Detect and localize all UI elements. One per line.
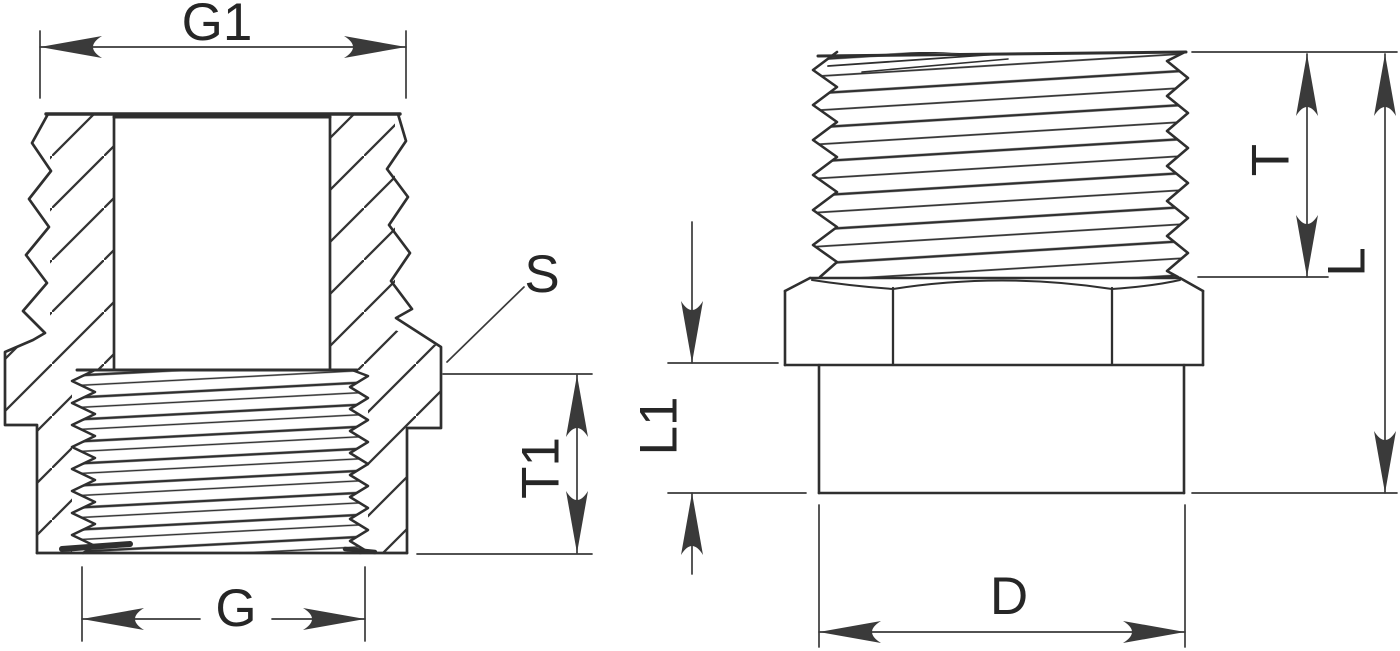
l1-arrow-up [681,493,703,555]
g-arrow-right [303,608,365,630]
dimensions [39,30,1398,648]
hex-chamfer-arc-right [1111,279,1181,290]
left-section-view [3,112,443,555]
male-thread-lines [813,52,1188,277]
label-g1: G1 [182,0,253,52]
dimension-s [446,286,525,363]
left-view-female-thread [59,368,378,555]
female-thread-bottom-chamfer-left [59,541,133,552]
left-view-outer-right-profile [385,112,443,555]
right-view-body [817,363,1186,495]
hex-chamfer-arc-middle [892,279,1113,290]
left-view-outer-left-profile [3,112,53,555]
t-arrow-up [1296,54,1318,116]
g-arrow-left [82,608,144,630]
dimension-labels: G1 S G T1 L1 T L D [182,0,1377,638]
male-thread-left-profile [811,50,839,279]
label-t1: T1 [512,437,571,499]
label-g: G [215,579,256,638]
dimension-g1 [39,30,407,99]
dimension-d [818,504,1186,648]
label-s: S [524,245,559,304]
female-thread-left-profile [70,368,97,555]
left-wall-hatch [5,113,114,553]
d-arrow-left [819,621,881,643]
left-view-hatching [5,113,441,553]
l-arrow-down [1374,431,1396,493]
s-leader-line [446,286,525,363]
female-thread-bottom-chamfer-right [342,546,378,555]
right-side-view [783,50,1205,495]
dimension-t [1191,51,1398,278]
left-view-outline [3,112,443,555]
male-thread-top-edge [816,50,1188,58]
g1-arrow-right [344,36,406,58]
right-view-hex [783,276,1205,367]
hex-right-chamfer [1178,276,1205,293]
dimension-g [81,566,366,642]
label-l: L [1318,247,1377,276]
l1-arrow-down [681,301,703,363]
hex-left-chamfer [783,276,812,293]
right-wall-hatch [330,113,441,553]
male-thread-runout-line [827,53,1001,67]
t-arrow-down [1296,215,1318,277]
l-arrow-up [1374,54,1396,116]
right-view-male-thread [811,50,1190,279]
female-thread-right-profile [348,368,370,555]
dimension-t1 [416,373,593,555]
label-t: T [1242,144,1301,176]
label-l1: L1 [630,397,689,456]
male-thread-right-profile [1165,50,1190,279]
male-thread-runout-line-2 [861,58,1009,73]
female-thread-lines [72,370,368,553]
t1-arrow-down [566,491,588,553]
t1-arrow-up [566,375,588,437]
dimension-l1 [667,221,807,575]
d-arrow-right [1123,621,1185,643]
dimension-l [1191,53,1398,494]
g1-arrow-left [40,36,102,58]
label-d: D [990,567,1028,626]
hex-chamfer-arc-left [811,279,894,290]
